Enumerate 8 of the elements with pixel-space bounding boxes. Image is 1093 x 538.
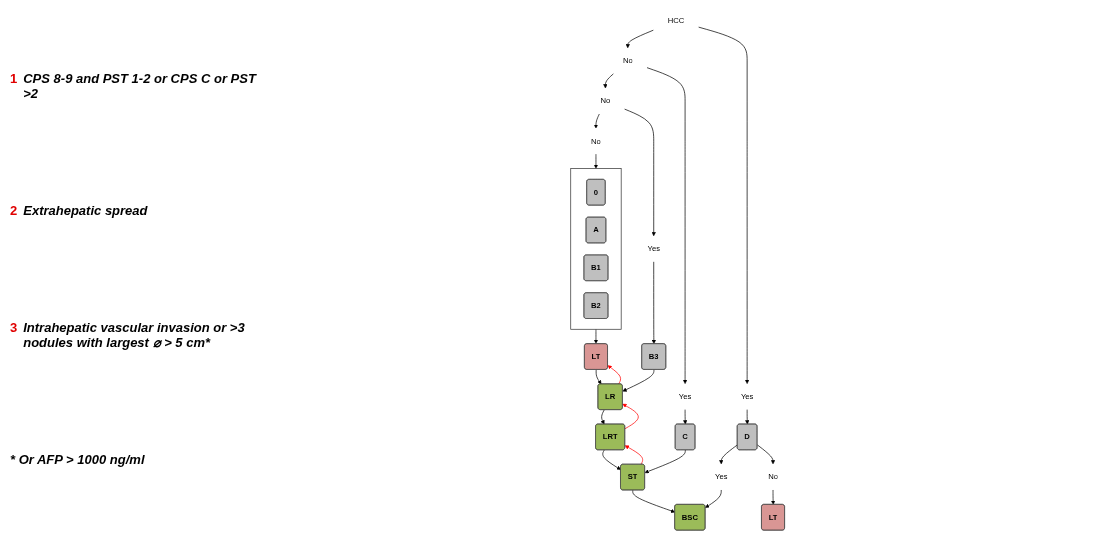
step-number: 3 — [10, 320, 18, 337]
note-text: CPS 8-9 and PST 1-2 or CPS C or PST >2 — [23, 71, 258, 101]
step-number: 1 — [10, 71, 18, 88]
note-text: Intrahepatic vascular invasion or >3 nodules with largest ⌀ > 5 cm* — [23, 320, 246, 350]
step-number: 2 — [10, 203, 18, 218]
note-text: Extrahepatic spread — [23, 203, 148, 218]
cluster — [570, 168, 622, 330]
note-text: * Or AFP > 1000 ng/ml — [10, 452, 145, 467]
